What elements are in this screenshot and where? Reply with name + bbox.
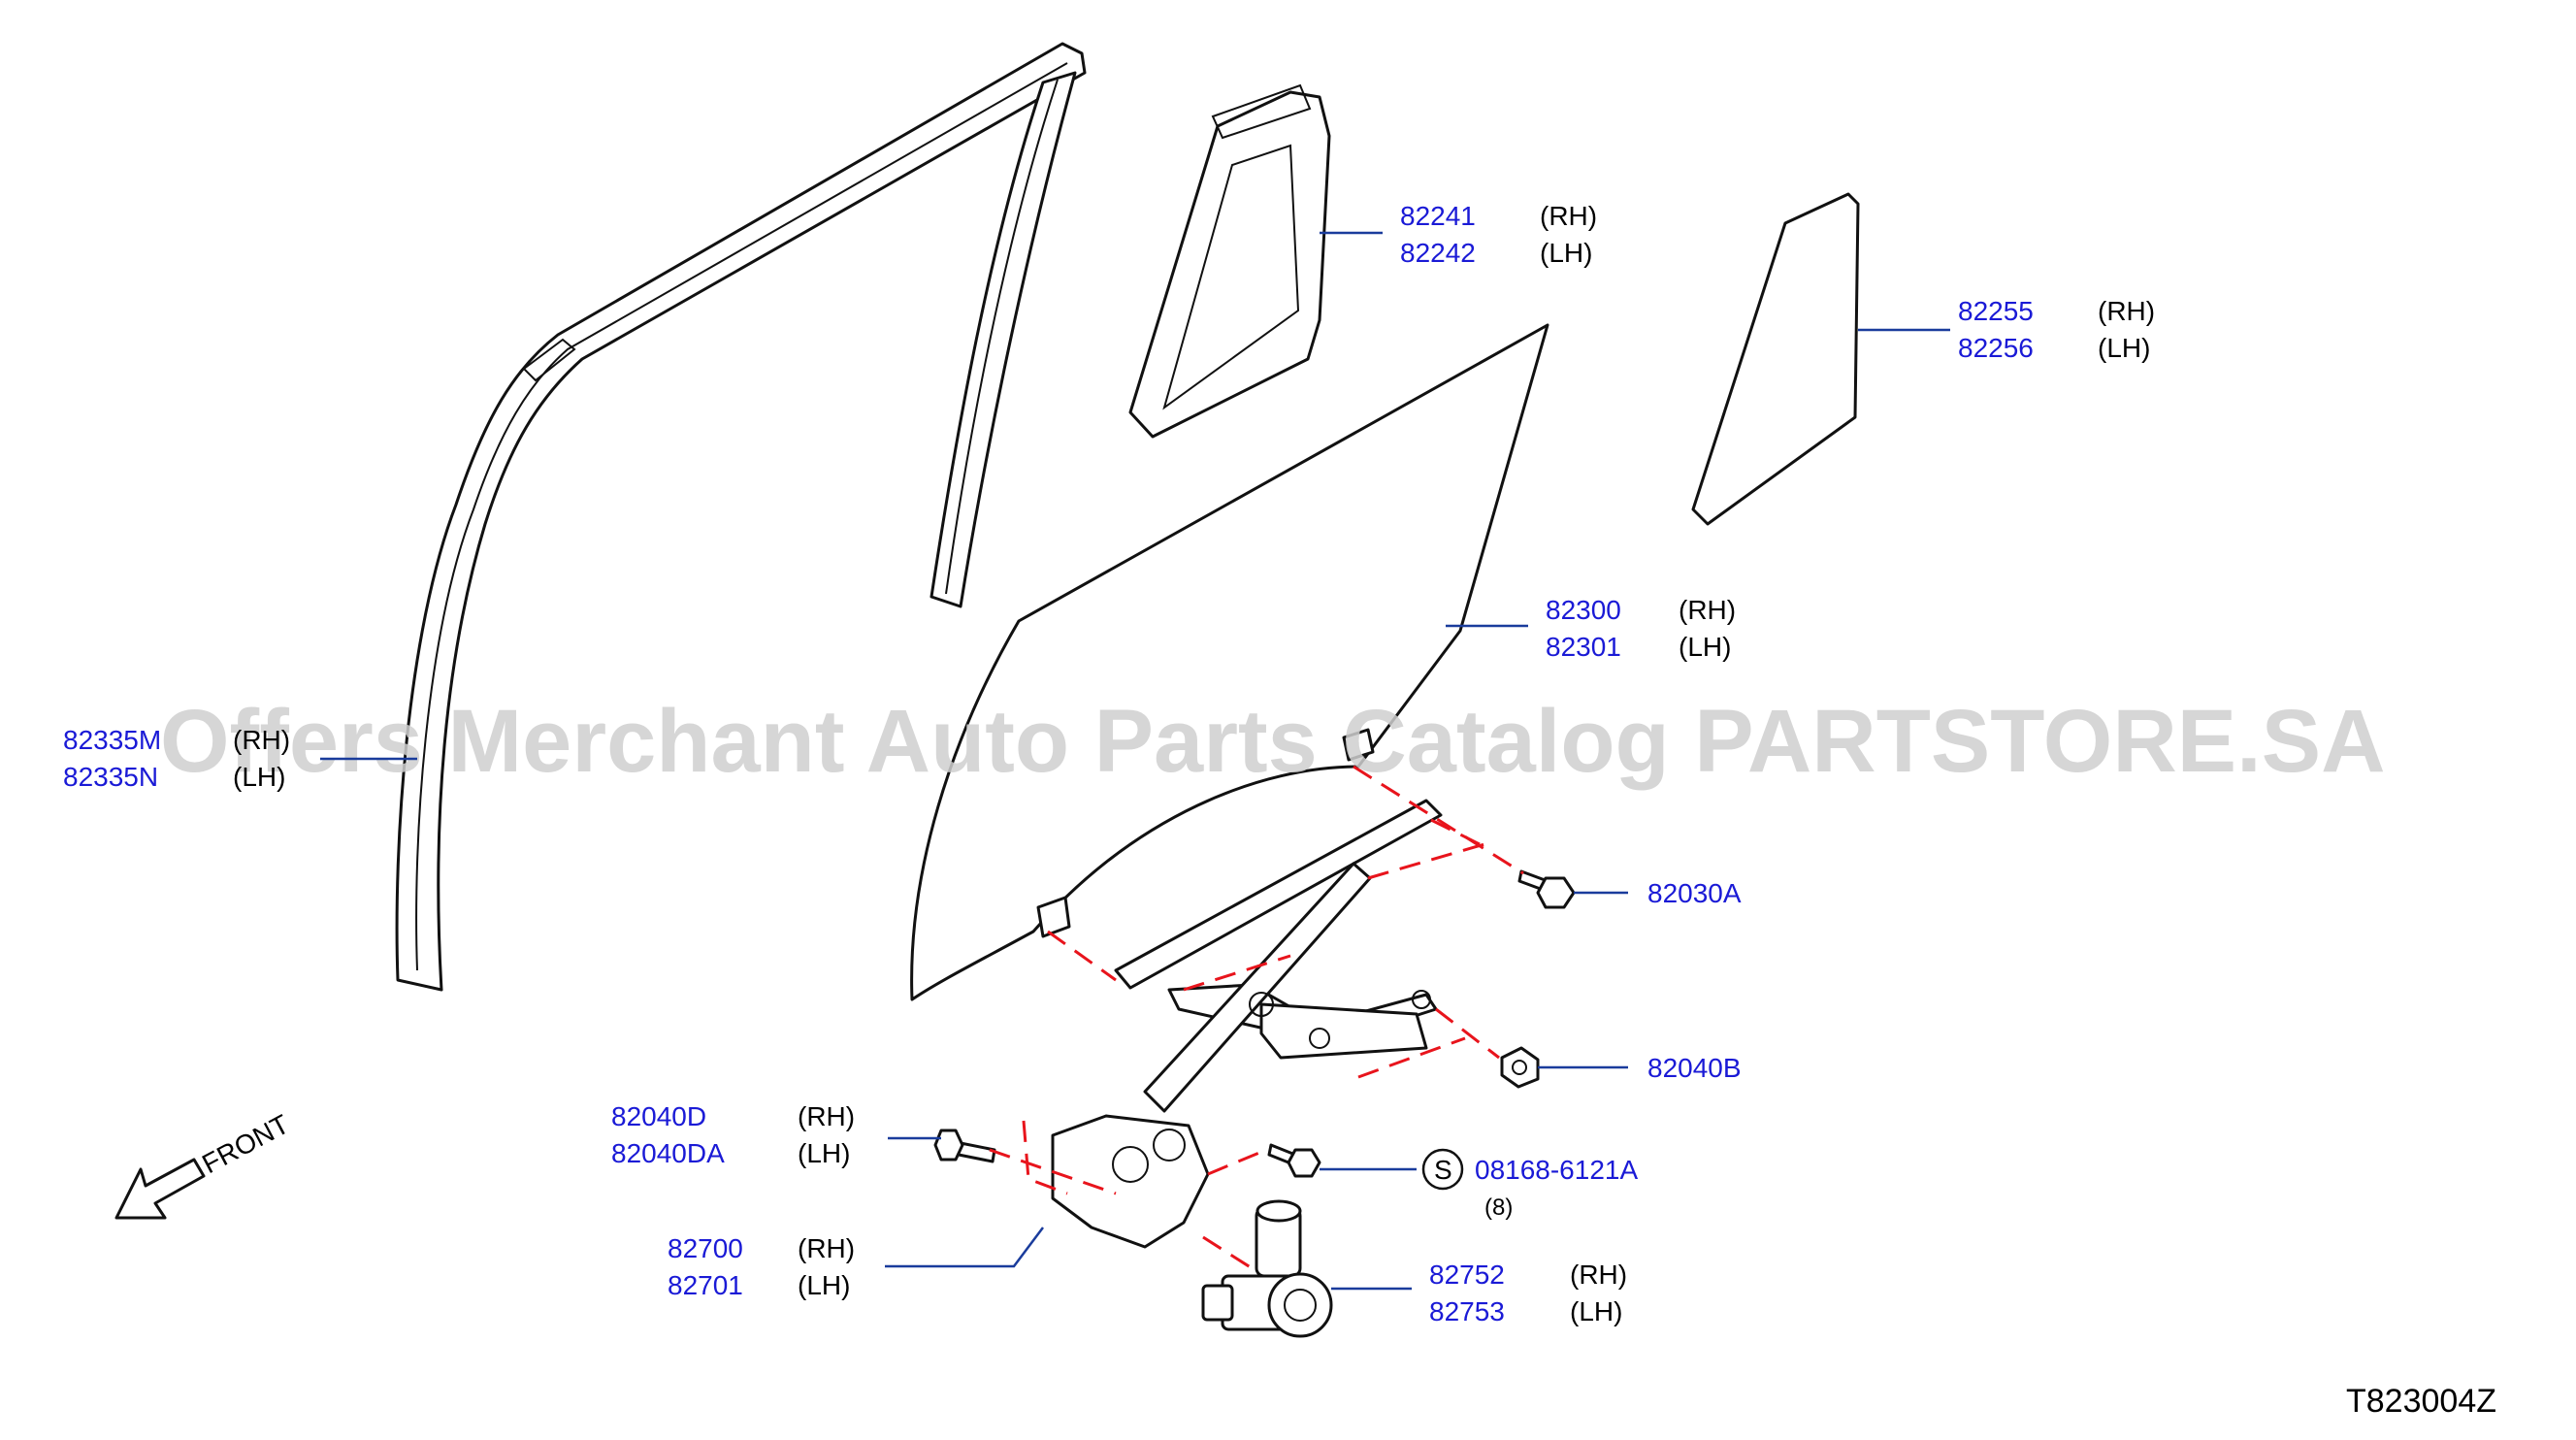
- side-rh: (RH): [233, 725, 290, 755]
- bolt-08168: [1267, 1143, 1321, 1178]
- side-lh: (LH): [1570, 1296, 1622, 1326]
- part-number-08168-6121a[interactable]: 08168-6121A: [1475, 1155, 1638, 1185]
- side-rh: (RH): [798, 1101, 855, 1131]
- part-number-82241[interactable]: 82241: [1400, 201, 1476, 231]
- part-number-82701[interactable]: 82701: [668, 1270, 743, 1300]
- watermark: Offers Merchant Auto Parts Catalog PARTS…: [160, 692, 2386, 791]
- side-lh: (LH): [798, 1270, 850, 1300]
- front-arrow: [114, 1158, 206, 1220]
- leader-lines: [320, 231, 1950, 1291]
- part-number-82040b[interactable]: 82040B: [1647, 1053, 1742, 1083]
- door-glass: [910, 323, 1549, 1001]
- part-number-82030a[interactable]: 82030A: [1647, 878, 1742, 908]
- side-rh: (RH): [2098, 296, 2155, 326]
- bolt-82030a: [1517, 869, 1576, 909]
- part-number-82700[interactable]: 82700: [668, 1233, 743, 1263]
- side-lh: (LH): [798, 1138, 850, 1168]
- part-number-82335n[interactable]: 82335N: [63, 762, 158, 792]
- side-rh: (RH): [1679, 595, 1736, 625]
- part-number-82040d[interactable]: 82040D: [611, 1101, 706, 1131]
- part-number-82040da[interactable]: 82040DA: [611, 1138, 725, 1168]
- assembly-lines: [989, 765, 1524, 1273]
- standard-part-symbol: [1421, 1148, 1464, 1191]
- side-rh: (RH): [798, 1233, 855, 1263]
- nut-82040b: [1500, 1046, 1540, 1089]
- part-number-82300[interactable]: 82300: [1546, 595, 1621, 625]
- part-number-82256[interactable]: 82256: [1958, 333, 2034, 363]
- part-number-82301[interactable]: 82301: [1546, 632, 1621, 662]
- part-number-82242[interactable]: 82242: [1400, 238, 1476, 268]
- side-lh: (LH): [1540, 238, 1592, 268]
- diagram-code: T823004Z: [2346, 1383, 2496, 1420]
- partition-sash: [1128, 83, 1331, 439]
- bolt-82040d: [933, 1129, 996, 1163]
- side-rh: (RH): [1540, 201, 1597, 231]
- side-rh: (RH): [1570, 1260, 1627, 1290]
- side-lh: (LH): [233, 762, 285, 792]
- regulator-motor: [1201, 1199, 1333, 1338]
- window-frame-sash: [395, 42, 1087, 992]
- quantity-label: (8): [1484, 1195, 1513, 1221]
- part-number-82752[interactable]: 82752: [1429, 1260, 1505, 1290]
- part-number-82255[interactable]: 82255: [1958, 296, 2034, 326]
- quarter-glass: [1691, 192, 1860, 526]
- front-label: FRONT: [197, 1109, 294, 1180]
- part-number-82753[interactable]: 82753: [1429, 1296, 1505, 1326]
- side-lh: (LH): [2098, 333, 2150, 363]
- regulator-assembly: [1051, 799, 1443, 1249]
- part-number-82335m[interactable]: 82335M: [63, 725, 161, 755]
- side-lh: (LH): [1679, 632, 1731, 662]
- standard-part-symbol-letter: S: [1434, 1155, 1452, 1185]
